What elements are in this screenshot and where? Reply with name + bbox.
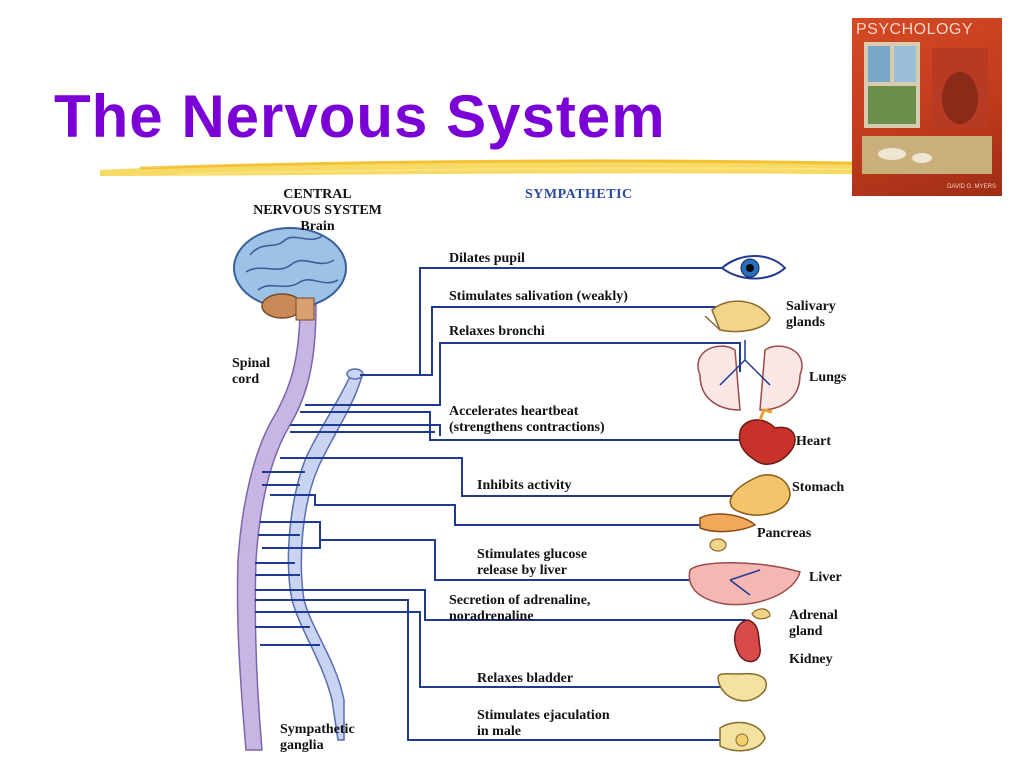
cns-label-line2: NERVOUS SYSTEM: [253, 203, 382, 218]
stomach-illustration: [729, 474, 791, 516]
action-glucose: Stimulates glucose release by liver: [477, 547, 587, 579]
brain-illustration: [233, 227, 347, 321]
pancreas-illustration: [699, 513, 757, 552]
organ-kidney: Kidney: [789, 652, 833, 667]
organ-stomach: Stomach: [792, 480, 845, 495]
sympathetic-ganglia-label: Sympathetic ganglia: [280, 722, 355, 754]
organ-label-line: glands: [786, 315, 825, 330]
adrenal-kidney-illustration: [733, 608, 771, 663]
action-label-line: Stimulates salivation (weakly): [449, 289, 628, 304]
organ-pancreas: Pancreas: [757, 526, 812, 541]
action-label-line: noradrenaline: [449, 609, 534, 624]
action-label-line: Dilates pupil: [449, 251, 525, 266]
organ-label-line: Adrenal: [789, 608, 838, 623]
slide-title: The Nervous System: [54, 83, 666, 150]
organ-liver: Liver: [809, 570, 842, 585]
organ-label-line: Salivary: [786, 299, 836, 314]
action-label-line: Inhibits activity: [477, 478, 572, 493]
action-bronchi: Relaxes bronchi: [449, 324, 545, 340]
action-label-line: in male: [477, 724, 521, 739]
book-cover-painting: [862, 42, 992, 174]
action-label-line: Accelerates heartbeat: [449, 404, 579, 419]
lungs-illustration: [697, 340, 803, 411]
nerve-pathways: [255, 267, 761, 741]
ganglia-label-line1: Sympathetic: [280, 722, 355, 737]
cns-label-line3: Brain: [300, 219, 335, 234]
organ-label-line: gland: [789, 624, 823, 639]
textbook-cover: PSYCHOLOGY DAVID G. MYERS: [852, 18, 1002, 196]
organ-adrenal-gland: Adrenal gland: [789, 608, 838, 640]
action-label-line: Relaxes bladder: [477, 671, 574, 686]
liver-illustration: [688, 561, 801, 606]
action-adrenaline: Secretion of adrenaline, noradrenaline: [449, 593, 590, 625]
organ-heart: Heart: [796, 434, 831, 449]
action-bladder: Relaxes bladder: [477, 671, 573, 687]
book-author: DAVID G. MYERS: [947, 184, 996, 190]
spinal-cord-illustration: [236, 304, 364, 751]
ganglia-label-line2: ganglia: [280, 738, 324, 753]
action-dilates-pupil: Dilates pupil: [449, 251, 525, 267]
sympathetic-heading: SYMPATHETIC: [525, 187, 633, 202]
book-title: PSYCHOLOGY: [856, 21, 974, 38]
salivary-glands-illustration: [704, 300, 771, 333]
organ-lungs: Lungs: [809, 370, 847, 385]
action-label-line: Stimulates ejaculation: [477, 708, 610, 723]
cns-label-line1: CENTRAL: [283, 187, 352, 202]
action-inhibits: Inhibits activity: [477, 478, 572, 494]
spinal-cord-label-line2: cord: [232, 372, 260, 387]
eye-illustration: [720, 255, 787, 280]
spinal-cord-label: Spinal cord: [232, 356, 270, 388]
action-heartbeat: Accelerates heartbeat (strengthens contr…: [449, 404, 605, 436]
action-salivation: Stimulates salivation (weakly): [449, 289, 628, 305]
heart-illustration: [738, 408, 796, 465]
spinal-cord-label-line1: Spinal: [232, 356, 271, 371]
organ-salivary-glands: Salivary glands: [786, 299, 836, 331]
action-label-line: release by liver: [477, 563, 567, 578]
action-label-line: (strengthens contractions): [449, 420, 605, 435]
action-label-line: Stimulates glucose: [477, 547, 588, 562]
reproductive-organ-illustration: [719, 721, 766, 752]
cns-label: CENTRAL NERVOUS SYSTEM Brain: [215, 187, 420, 235]
bladder-illustration: [717, 672, 767, 702]
action-label-line: Relaxes bronchi: [449, 324, 545, 339]
action-ejaculation: Stimulates ejaculation in male: [477, 708, 610, 740]
action-label-line: Secretion of adrenaline,: [449, 593, 591, 608]
